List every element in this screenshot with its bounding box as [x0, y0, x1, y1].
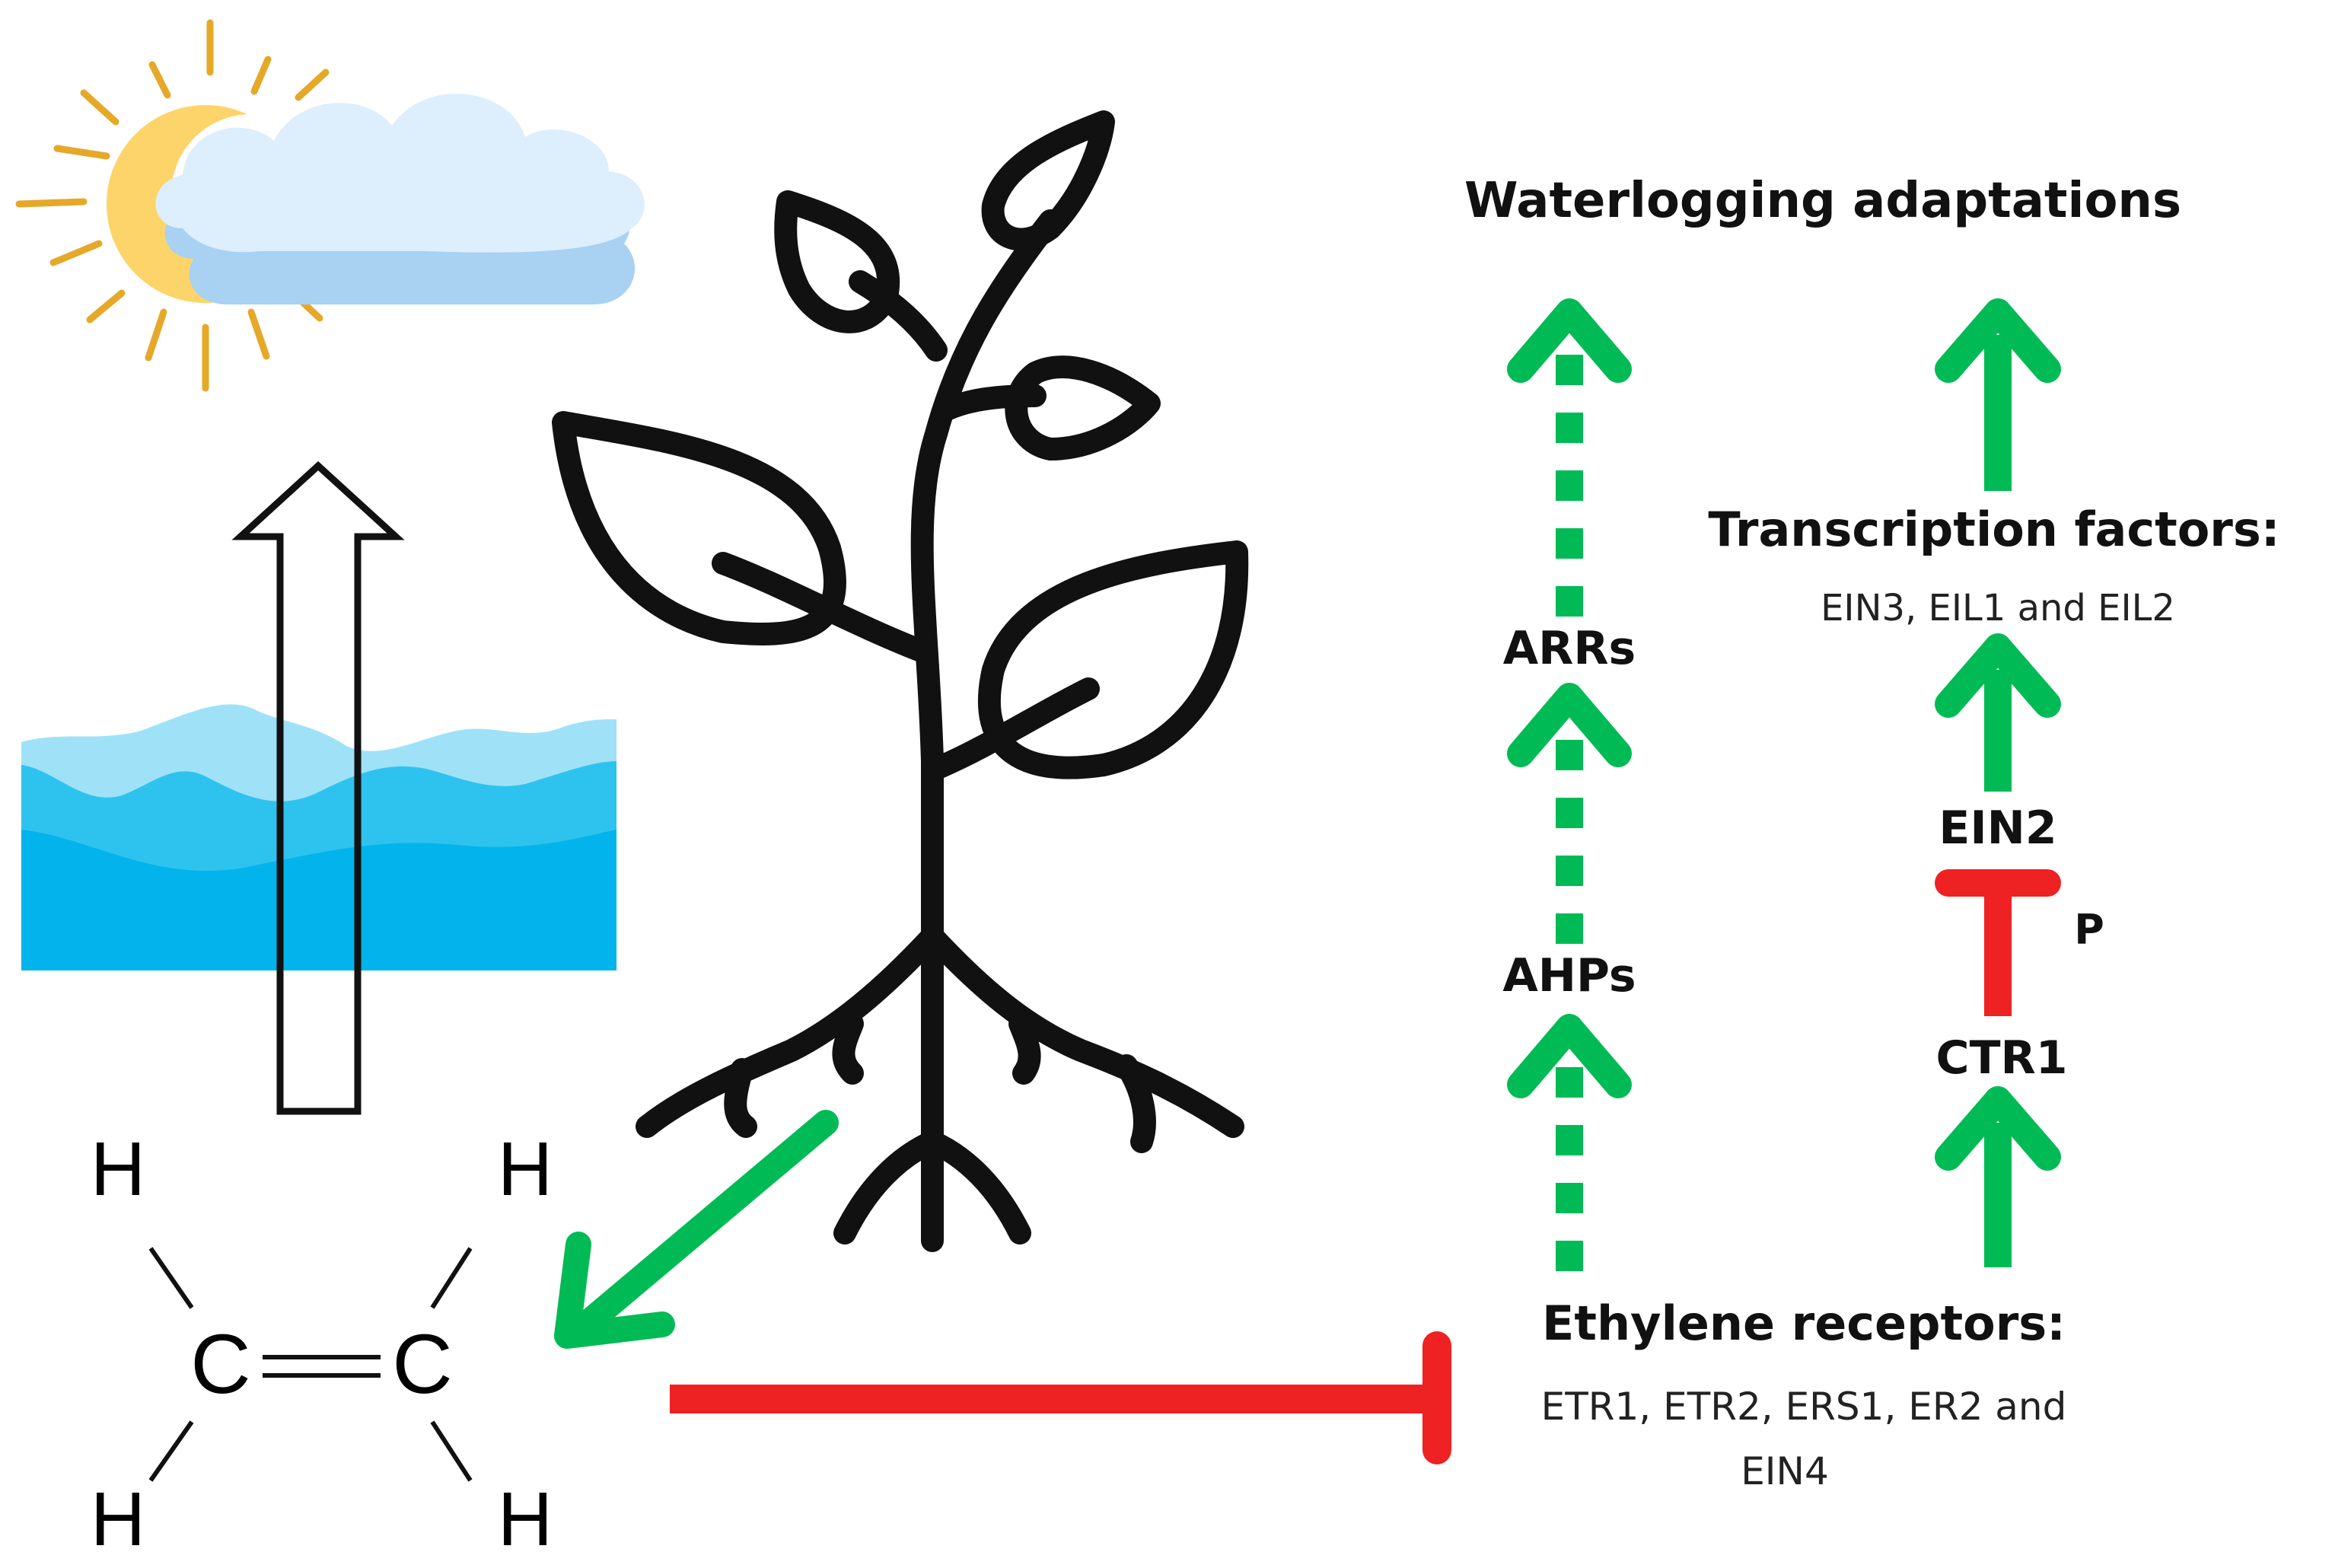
atom-c-right: C	[392, 1318, 452, 1411]
receptors-to-ahps-arrow	[1507, 1014, 1632, 1271]
ethylene-inhibits-receptors	[670, 1331, 1451, 1464]
pathway-title: Waterlogging adaptations	[1464, 173, 2181, 229]
ahps-label: AHPs	[1502, 949, 1636, 1002]
receptors-members-line2: EIN4	[1741, 1449, 1829, 1493]
tf-to-adaptations-arrow	[1935, 298, 2061, 491]
tf-members: EIN3, EIL1 and EIL2	[1821, 587, 2175, 629]
cloud-icon	[155, 94, 645, 304]
ein2-to-tf-arrow	[1935, 633, 2061, 792]
roots-to-ethylene-arrow	[554, 1110, 839, 1349]
ctr1-label: CTR1	[1936, 1031, 2068, 1085]
atom-c-left: C	[190, 1318, 250, 1411]
atom-h-top-right: H	[498, 1127, 553, 1212]
upward-flux-arrow	[231, 461, 405, 1115]
receptors-to-ctr1-arrow	[1935, 1086, 2061, 1267]
water-waves-icon	[21, 704, 616, 970]
phosphorylation-label: P	[2074, 906, 2104, 954]
plant-icon	[552, 110, 1249, 1252]
atom-h-bottom-left: H	[91, 1477, 145, 1562]
ein2-label: EIN2	[1939, 802, 2056, 855]
tf-heading: Transcription factors:	[1708, 502, 2279, 557]
atom-h-top-left: H	[91, 1127, 145, 1212]
arrs-to-adaptations-arrow	[1507, 298, 1632, 617]
atom-h-bottom-right: H	[498, 1477, 553, 1562]
ethylene-molecule: H H C C H H	[91, 1127, 553, 1562]
ctr1-inhibits-ein2	[1935, 869, 2061, 1016]
arrs-label: ARRs	[1503, 622, 1636, 675]
ahps-to-arrs-arrow	[1507, 683, 1632, 944]
receptors-heading: Ethylene receptors:	[1542, 1296, 2066, 1351]
receptors-members-line1: ETR1, ETR2, ERS1, ER2 and	[1541, 1385, 2067, 1429]
